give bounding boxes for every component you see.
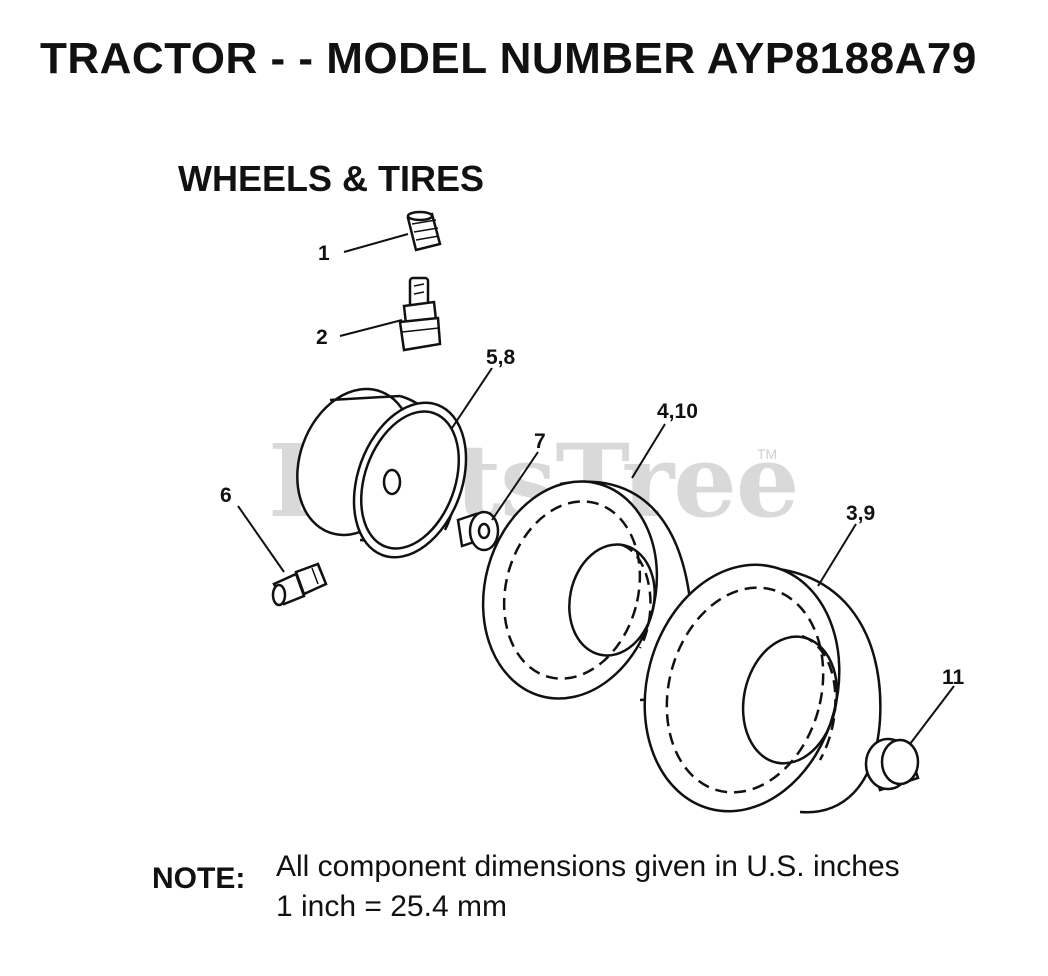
- callout-11: 11: [942, 666, 965, 689]
- note-text-line1: All component dimensions given in U.S. i…: [276, 850, 900, 883]
- callout-1: 1: [318, 242, 330, 265]
- callout-3-9: 3,9: [846, 502, 875, 525]
- bushing-icon[interactable]: [456, 510, 500, 552]
- callout-6: 6: [220, 484, 232, 507]
- note-text-line2: 1 inch = 25.4 mm: [276, 890, 507, 923]
- valve-cap-icon[interactable]: [406, 210, 442, 252]
- section-title: WHEELS & TIRES: [178, 158, 485, 199]
- callout-4-10: 4,10: [657, 400, 698, 423]
- leader-lines: [237, 233, 955, 745]
- rear-tire-icon[interactable]: [618, 543, 882, 834]
- diagram-title: TRACTOR - - MODEL NUMBER AYP8188A79: [40, 34, 977, 83]
- note-label: NOTE:: [152, 862, 246, 895]
- trademark-mark: TM: [757, 446, 778, 462]
- hub-cap-icon[interactable]: [864, 737, 920, 792]
- callout-7: 7: [534, 430, 546, 453]
- wheel-rim-icon[interactable]: [278, 373, 487, 573]
- bolt-icon[interactable]: [271, 562, 328, 607]
- valve-stem-icon[interactable]: [398, 276, 442, 352]
- callout-2: 2: [316, 326, 328, 349]
- callout-5-8: 5,8: [486, 346, 516, 369]
